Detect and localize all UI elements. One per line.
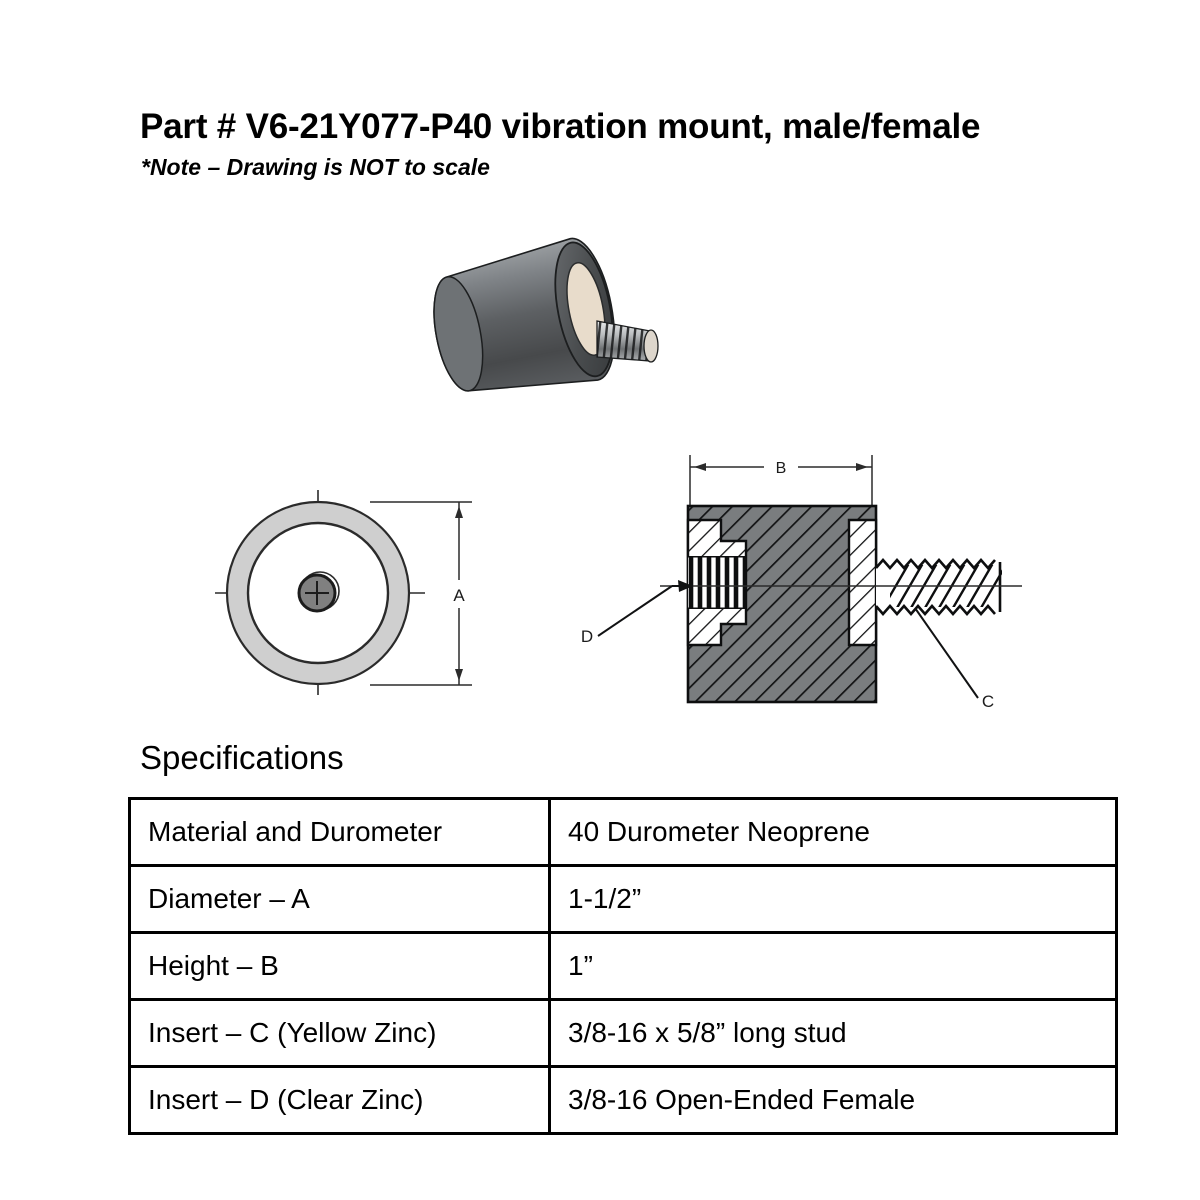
rubber-body xyxy=(433,237,616,392)
spec-value: 1” xyxy=(548,931,1118,1001)
female-threads xyxy=(688,556,746,609)
table-row: Material and Durometer 40 Durometer Neop… xyxy=(128,797,1118,867)
cross-section-svg: B xyxy=(581,455,1022,711)
dimension-b xyxy=(689,455,873,512)
callout-d-leader xyxy=(597,580,693,637)
spec-label: Height – B xyxy=(128,931,551,1001)
spec-value: 1-1/2” xyxy=(548,864,1118,934)
table-row: Height – B 1” xyxy=(128,931,1118,1001)
specifications-heading: Specifications xyxy=(140,739,344,776)
page-title: Part # V6-21Y077-P40 vibration mount, ma… xyxy=(140,107,981,146)
front-view-figure: A xyxy=(210,480,510,710)
dimension-a-label: A xyxy=(453,586,465,605)
isometric-render-figure xyxy=(425,205,725,405)
callout-d-label: D xyxy=(581,627,593,646)
threaded-stud xyxy=(596,320,659,363)
spec-label: Insert – D (Clear Zinc) xyxy=(128,1065,551,1135)
isometric-render-svg xyxy=(433,237,659,392)
specifications-table: Material and Durometer 40 Durometer Neop… xyxy=(128,797,1118,1135)
callout-c-label: C xyxy=(982,692,994,711)
scale-note: *Note – Drawing is NOT to scale xyxy=(141,154,490,180)
table-row: Diameter – A 1-1/2” xyxy=(128,864,1118,934)
spec-label: Material and Durometer xyxy=(128,797,551,867)
specifications-table-body: Material and Durometer 40 Durometer Neop… xyxy=(128,797,1118,1135)
dimension-b-label: B xyxy=(776,460,787,477)
spec-label: Insert – C (Yellow Zinc) xyxy=(128,998,551,1068)
spec-value: 3/8-16 Open-Ended Female xyxy=(548,1065,1118,1135)
cross-section-figure: B xyxy=(560,440,1030,725)
dimension-a xyxy=(370,501,472,686)
male-insert-flange xyxy=(847,518,878,647)
table-row: Insert – D (Clear Zinc) 3/8-16 Open-Ende… xyxy=(128,1065,1118,1135)
spec-value: 3/8-16 x 5/8” long stud xyxy=(548,998,1118,1068)
table-row: Insert – C (Yellow Zinc) 3/8-16 x 5/8” l… xyxy=(128,998,1118,1068)
spec-value: 40 Durometer Neoprene xyxy=(548,797,1118,867)
hub-crosshair xyxy=(305,581,329,605)
front-view-svg: A xyxy=(215,490,472,695)
male-stud xyxy=(875,558,1002,616)
spec-label: Diameter – A xyxy=(128,864,551,934)
callout-c-leader xyxy=(914,607,979,699)
